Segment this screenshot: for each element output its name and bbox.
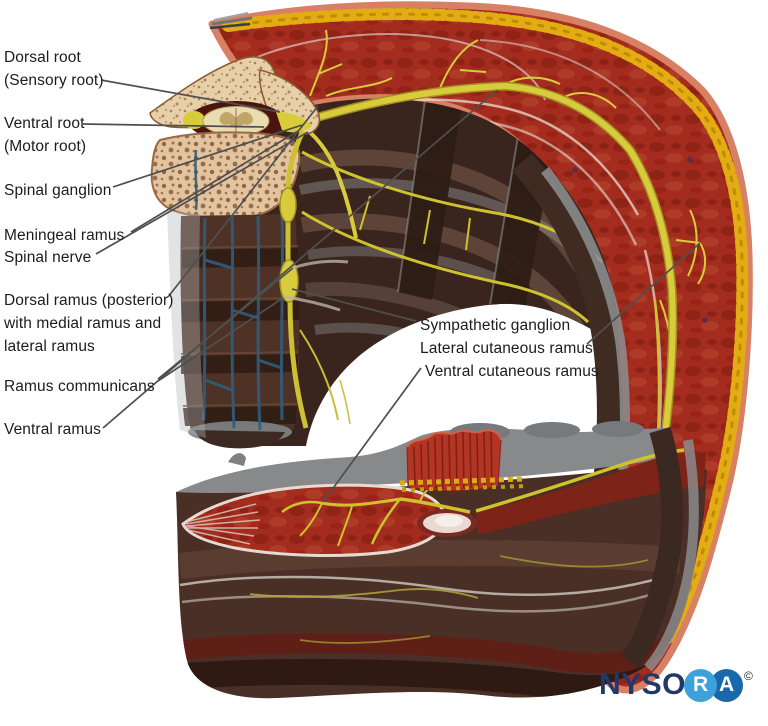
sympathetic-ganglion-upper (279, 187, 297, 223)
cut-fascia-strips (209, 22, 251, 30)
cut-fascia-strips (211, 16, 253, 26)
rib-band-continuation (476, 452, 706, 534)
epidural-fat (183, 111, 205, 129)
anterior-chest-wall (176, 421, 707, 699)
splanchnic-nerve (339, 379, 351, 425)
wall-merge-pleura (644, 439, 699, 672)
vessel-dot (572, 167, 578, 173)
wall-merge-dark (620, 426, 684, 669)
nysora-logo: NYSO R A © (599, 668, 753, 702)
muscle-striations (185, 503, 261, 545)
fat-lobule-outline (226, 12, 744, 640)
vertebral-body (150, 131, 301, 220)
vessel-dot (702, 317, 708, 323)
logo-badge-a: A (710, 668, 744, 702)
cut-fascia-strips (213, 12, 249, 21)
muscle-belly-outline (479, 39, 661, 131)
logo-text: NYSO (599, 668, 687, 701)
logo-copyright-icon: © (744, 669, 753, 683)
logo-badge-r: R (684, 668, 718, 702)
muscle-belly-outline (249, 33, 546, 101)
fat-strip (401, 484, 528, 492)
vessel-dot (687, 157, 693, 163)
column-base (195, 430, 285, 449)
